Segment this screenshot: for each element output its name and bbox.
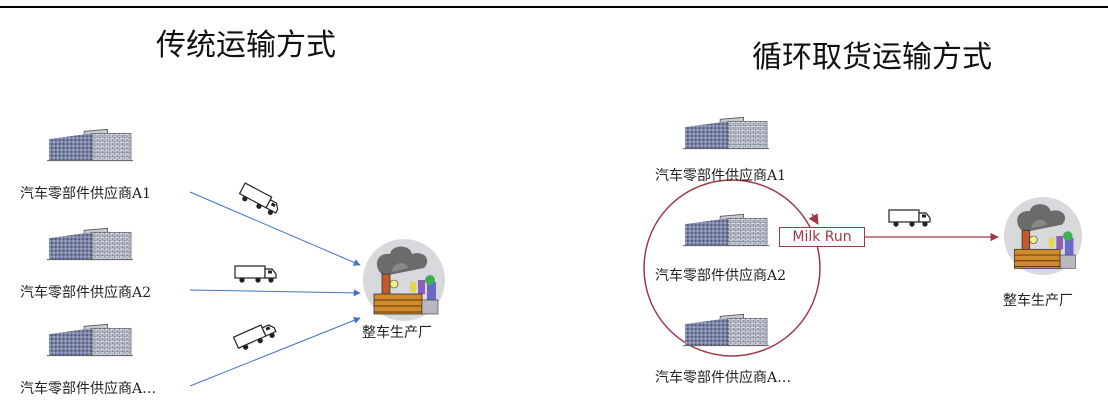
warehouse-icon (683, 115, 771, 151)
left-factory-label: 整车生产厂 (362, 325, 432, 341)
warehouse-icon (47, 127, 135, 163)
milk-run-box: Milk Run (779, 227, 865, 247)
right-factory-label: 整车生产厂 (1003, 293, 1073, 309)
arrow-a1-to-factory (189, 191, 361, 266)
factory-icon (362, 238, 446, 322)
factory-icon (1003, 196, 1083, 276)
truck-icon (888, 208, 932, 228)
arrow-a2-to-factory (189, 289, 361, 297)
right-supplier-a2-label: 汽车零部件供应商A2 (655, 268, 787, 284)
left-title: 传统运输方式 (156, 28, 336, 63)
warehouse-icon (47, 322, 135, 358)
milk-run-loop-arrowhead (808, 213, 819, 225)
left-supplier-a1-label: 汽车零部件供应商A1 (20, 186, 152, 202)
right-supplier-a1-label: 汽车零部件供应商A1 (655, 168, 787, 184)
top-rule (0, 6, 1108, 8)
right-title: 循环取货运输方式 (752, 40, 992, 75)
right-supplier-a3-label: 汽车零部件供应商A… (655, 370, 792, 386)
warehouse-icon (683, 212, 771, 248)
left-supplier-a2-label: 汽车零部件供应商A2 (20, 285, 152, 301)
truck-icon (234, 264, 278, 284)
warehouse-icon (47, 226, 135, 262)
left-supplier-a3-label: 汽车零部件供应商A… (20, 381, 157, 397)
warehouse-icon (683, 312, 771, 348)
milk-run-loop (643, 179, 821, 357)
arrow-a3-to-factory (189, 317, 361, 387)
